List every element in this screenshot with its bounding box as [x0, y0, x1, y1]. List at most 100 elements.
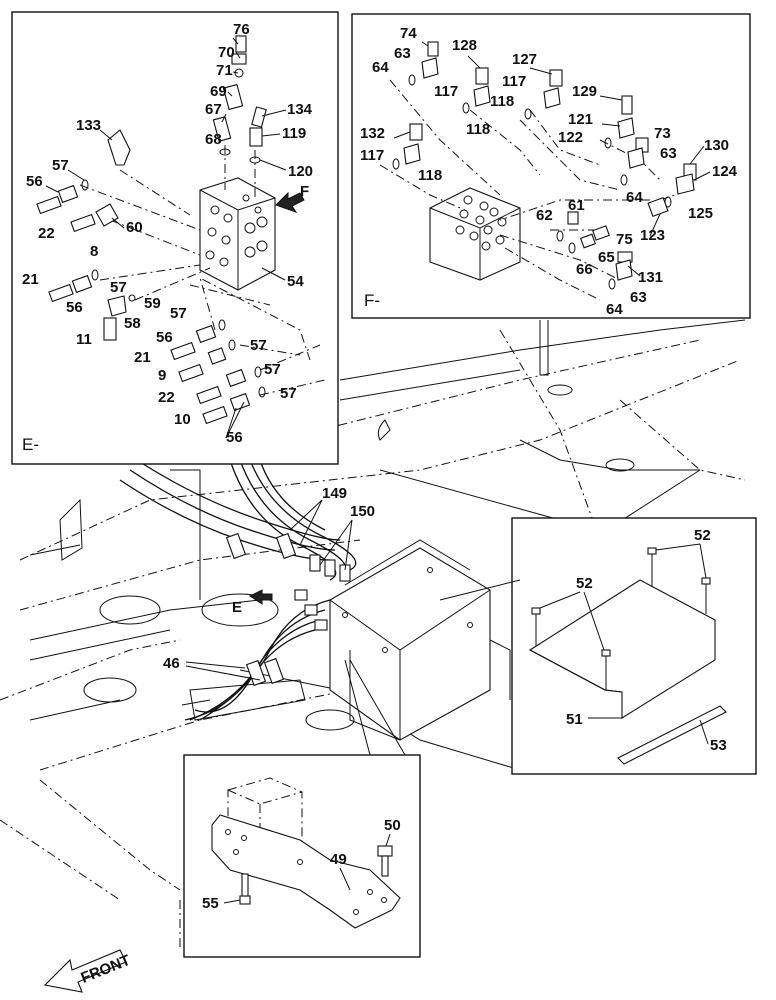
- callout-f-23: 65: [598, 249, 615, 266]
- front-arrow: FRONT: [43, 949, 133, 993]
- callout-e-30: 57: [280, 385, 297, 402]
- callout-f-15: 73: [654, 125, 671, 142]
- callout-e-6: 134: [287, 101, 313, 118]
- fitting-74: [427, 41, 439, 57]
- control-box-assembly: E: [119, 459, 511, 741]
- callout-cover-2: 51: [566, 711, 583, 728]
- inset-e: E-: [11, 11, 339, 465]
- callout-e-22: 56: [156, 329, 173, 346]
- callout-e-23: 21: [134, 349, 151, 366]
- oring-57e: [254, 366, 262, 378]
- callout-e-2: 71: [216, 62, 233, 79]
- oring-118c: [392, 158, 400, 170]
- fitting-21b: [170, 341, 196, 361]
- oring-57b: [91, 269, 99, 281]
- fitting-75: [592, 225, 610, 241]
- callout-f-5: 117: [434, 83, 458, 100]
- fitting-134: [251, 106, 267, 128]
- fitting-65: [579, 233, 597, 249]
- fitting-129: [621, 95, 633, 115]
- callout-e-27: 57: [264, 361, 281, 378]
- callout-f-25: 125: [688, 205, 713, 222]
- fitting-69: [222, 83, 244, 111]
- callout-f-20: 61: [568, 197, 585, 214]
- fitting-67: [212, 116, 232, 142]
- oring-64c: [608, 278, 616, 290]
- callout-f-12: 117: [360, 147, 384, 164]
- fitting-124: [675, 173, 695, 195]
- callout-e-13: 60: [126, 219, 143, 236]
- view-e-marker: E: [232, 599, 242, 616]
- callout-149: 149: [322, 485, 347, 502]
- fitting-117c: [403, 143, 421, 165]
- inset-f-callouts: 74 63 64 128 127 117 117 118 118 129 121…: [360, 25, 738, 318]
- callout-f-18: 124: [712, 163, 738, 180]
- callout-cover-1: 52: [576, 575, 593, 592]
- callout-e-12: 22: [38, 225, 55, 242]
- fitting-56e: [229, 392, 251, 412]
- callout-f-4: 127: [512, 51, 537, 68]
- bolt-55-shank: [241, 873, 249, 897]
- callout-e-8: 120: [288, 163, 313, 180]
- callout-bracket-2: 55: [202, 895, 219, 912]
- fitting-119: [249, 127, 263, 147]
- view-e-arrow-icon: [249, 589, 273, 605]
- callout-e-5: 68: [205, 131, 222, 148]
- fitting-9-nut: [207, 347, 227, 365]
- callout-bracket-0: 50: [384, 817, 401, 834]
- callout-e-11: 56: [26, 173, 43, 190]
- callout-e-18: 58: [124, 315, 141, 332]
- callout-46: 46: [163, 655, 180, 672]
- valve-block: [199, 177, 276, 291]
- callout-f-22: 75: [616, 231, 633, 248]
- bolt-50-head: [377, 845, 393, 857]
- seal-strip: [617, 705, 727, 765]
- callout-e-14: 8: [90, 243, 98, 260]
- machine-frame: [0, 319, 746, 950]
- fitting-63b: [627, 147, 645, 169]
- fitting-121: [617, 117, 635, 139]
- fitting-76: [235, 35, 247, 53]
- main-callouts: 149 150 46: [163, 485, 375, 681]
- view-f-marker: F: [300, 183, 309, 200]
- fitting-9: [178, 363, 204, 383]
- bracket-inset: 50 49 55: [183, 754, 421, 958]
- oring-64b: [620, 174, 628, 186]
- callout-e-10: 57: [52, 157, 69, 174]
- inset-f-title: F-: [364, 291, 380, 310]
- oring-118b: [524, 108, 532, 120]
- oring-57a: [81, 179, 89, 191]
- cover-inset: 52 52 51 53: [511, 517, 757, 775]
- fitting-11: [103, 317, 117, 341]
- callout-e-21: 57: [170, 305, 187, 322]
- oring-122: [604, 137, 612, 149]
- callout-e-19: 59: [144, 295, 161, 312]
- callout-f-13: 122: [558, 129, 583, 146]
- callout-e-3: 69: [210, 83, 227, 100]
- fitting-21a: [48, 283, 74, 303]
- callout-f-1: 63: [394, 45, 411, 62]
- inset-e-title: E-: [22, 435, 39, 454]
- oring-68: [219, 148, 231, 156]
- callout-f-28: 63: [630, 289, 647, 306]
- callout-e-31: 54: [287, 273, 304, 290]
- fitting-117b: [543, 87, 561, 109]
- callout-f-21: 62: [536, 207, 553, 224]
- inset-e-callouts: 76 70 71 69 67 68 134 119 120 133 57 56 …: [22, 21, 313, 446]
- inset-f-leaders: [393, 41, 711, 277]
- callout-e-29: 56: [226, 429, 243, 446]
- callout-f-26: 123: [640, 227, 665, 244]
- oring-62: [556, 230, 564, 242]
- fitting-123: [647, 196, 669, 218]
- fitting-63a: [421, 57, 439, 79]
- fitting-61: [567, 211, 579, 225]
- callout-e-17: 56: [66, 299, 83, 316]
- callout-e-15: 21: [22, 271, 39, 288]
- callout-f-16: 63: [660, 145, 677, 162]
- callout-e-0: 76: [233, 21, 250, 38]
- fitting-56c: [195, 324, 217, 344]
- inset-f: F-: [351, 13, 751, 319]
- callout-f-10: 121: [568, 111, 593, 128]
- oring-66: [568, 242, 576, 254]
- oring-59: [128, 294, 136, 302]
